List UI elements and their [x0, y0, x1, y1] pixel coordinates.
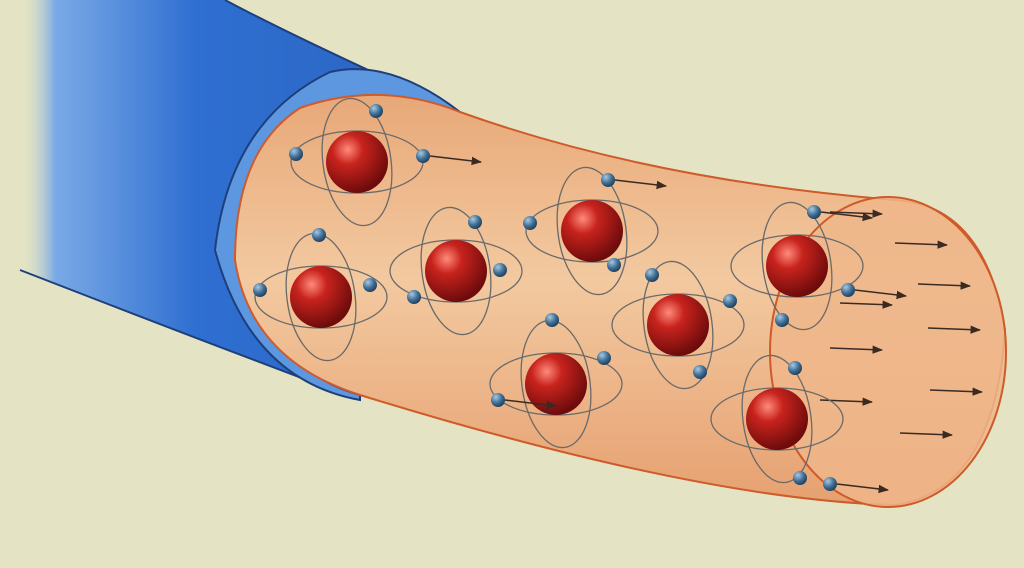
electron: [793, 471, 807, 485]
electron: [607, 258, 621, 272]
electron: [823, 477, 837, 491]
electron: [416, 149, 430, 163]
nucleus: [425, 240, 487, 302]
nucleus: [766, 235, 828, 297]
nucleus: [326, 131, 388, 193]
electron: [723, 294, 737, 308]
electron: [693, 365, 707, 379]
nucleus: [647, 294, 709, 356]
electron: [788, 361, 802, 375]
electron: [363, 278, 377, 292]
electron: [841, 283, 855, 297]
electron: [253, 283, 267, 297]
electron: [468, 215, 482, 229]
electron: [807, 205, 821, 219]
electron: [493, 263, 507, 277]
nucleus: [561, 200, 623, 262]
electron: [407, 290, 421, 304]
electron: [289, 147, 303, 161]
electron: [523, 216, 537, 230]
electron: [545, 313, 559, 327]
nucleus: [746, 388, 808, 450]
electron: [775, 313, 789, 327]
electron: [601, 173, 615, 187]
electron: [645, 268, 659, 282]
electron: [312, 228, 326, 242]
electron: [597, 351, 611, 365]
nucleus: [290, 266, 352, 328]
electron: [369, 104, 383, 118]
electron: [491, 393, 505, 407]
